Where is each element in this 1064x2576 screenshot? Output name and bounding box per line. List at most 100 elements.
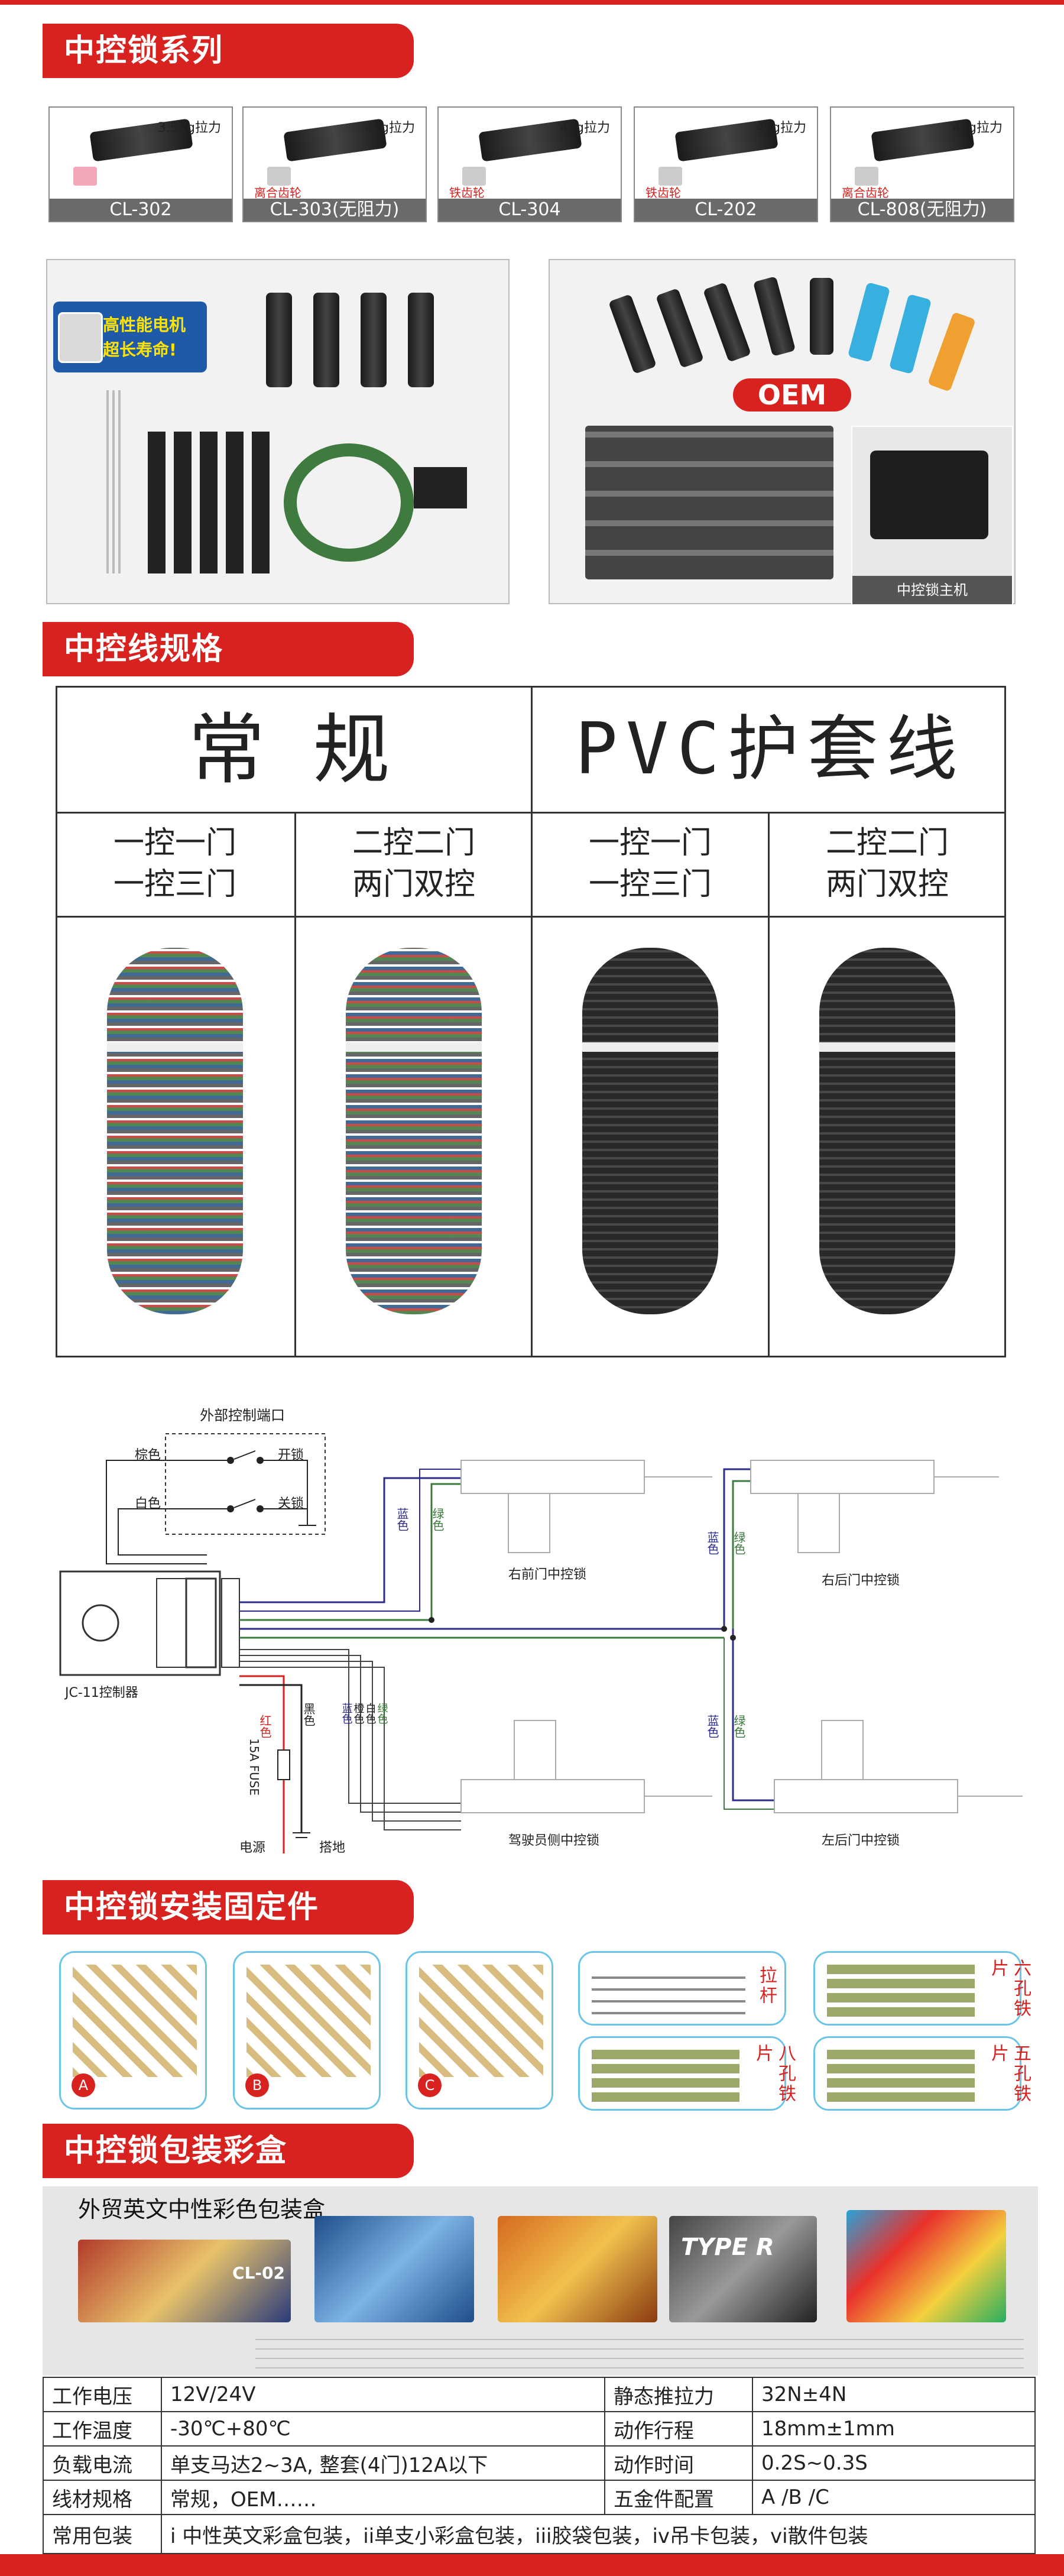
product-code: CL-202	[635, 199, 817, 221]
section-title-series: 中控锁系列	[43, 24, 414, 78]
spec-value: 0.2S~0.3S	[752, 2445, 1036, 2481]
box-blue	[314, 2216, 474, 2322]
product-force: 4kg拉力	[365, 121, 415, 135]
spec-key: 工作温度	[43, 2411, 162, 2447]
cable-tie	[346, 1042, 482, 1052]
spec-value: 32N±4N	[752, 2377, 1036, 2412]
actuator-driver	[460, 1720, 712, 1813]
spec-key: 动作行程	[604, 2411, 753, 2447]
fixing-kit-a: A	[59, 1951, 207, 2110]
connector-blocks	[585, 426, 833, 579]
lock-actuator	[313, 293, 339, 387]
lock-actuator	[608, 294, 657, 374]
product-code: CL-808(无阻力)	[831, 199, 1013, 221]
green-label-1: 绿色	[430, 1508, 445, 1531]
product-note: 铁齿轮	[645, 186, 681, 200]
wire-table: 常 规 PVC护套线 一控一门一控三门二控二门两门双控一控一门一控三门二控二门两…	[56, 686, 1006, 1357]
controller-box	[414, 467, 467, 508]
wire-coil-image	[346, 948, 482, 1314]
spec-key: 线材规格	[43, 2480, 162, 2515]
five-hole-label: 五孔铁片	[988, 2044, 1031, 2104]
badge-line-2: 超长寿命!	[103, 340, 177, 359]
box-orange	[498, 2216, 657, 2322]
controller-speaker	[82, 1604, 119, 1642]
wire-col-line-1: 一控一门	[113, 825, 236, 861]
spec-value: 12V/24V	[161, 2377, 605, 2412]
oem-banner: OEM	[733, 378, 851, 411]
gear-part	[267, 167, 291, 186]
wire-col-line-2: 两门双控	[352, 867, 475, 902]
eight-hole-label: 八孔铁片	[752, 2044, 796, 2104]
spec-key: 常用包装	[43, 2514, 162, 2554]
eight-hole-box: 八孔铁片	[578, 2036, 796, 2111]
badge-line-1: 高性能电机	[103, 315, 186, 335]
wire-col-header: 二控二门两门双控	[296, 814, 531, 915]
external-port-box	[165, 1433, 326, 1535]
packaging-subtitle: 外贸英文中性彩色包装盒	[78, 2196, 326, 2222]
wire-col-line-1: 二控二门	[352, 825, 475, 861]
spec-key: 工作电压	[43, 2377, 162, 2412]
box-type-r: TYPE R	[669, 2216, 817, 2322]
controller-connector	[185, 1577, 217, 1668]
product-force: 4kg拉力	[560, 121, 610, 135]
spec-key: 五金件配置	[604, 2480, 753, 2515]
controller-label: JC-11控制器	[64, 1686, 138, 1700]
fixing-parts	[246, 1965, 371, 2077]
fixing-parts	[73, 1965, 197, 2077]
five-hole-box: 五孔铁片	[813, 2036, 1031, 2111]
packaging-panel: 外贸英文中性彩色包装盒 CL-02 TYPE R	[43, 2186, 1038, 2376]
black-label: 黑色	[301, 1703, 316, 1726]
rear-right-label: 右后门中控锁	[822, 1573, 900, 1588]
eight-hole-plates	[592, 2049, 739, 2102]
power-label: 电源	[239, 1841, 265, 1855]
wire-col-header: 一控一门一控三门	[57, 814, 293, 915]
product-code: CL-303(无阻力)	[244, 199, 426, 221]
pull-rods	[106, 390, 124, 573]
top-red-bar	[0, 0, 1064, 5]
main-unit-label: 中控锁主机	[852, 576, 1012, 604]
pull-rods	[592, 1967, 745, 2014]
wire-col-header: 一控一门一控三门	[533, 814, 768, 915]
blue-actuator	[847, 282, 891, 362]
lock-actuator	[702, 282, 752, 362]
wire-col-line-1: 一控一门	[588, 825, 712, 861]
main-unit-box: 中控锁主机	[851, 426, 1013, 605]
fuse	[277, 1749, 290, 1780]
gear-part	[855, 167, 878, 186]
bottom-red-bar	[0, 2554, 1064, 2576]
product-note: 离合齿轮	[842, 186, 889, 200]
wire-col-header: 二控二门两门双控	[770, 814, 1005, 915]
gear-part	[73, 167, 97, 186]
oem-photo: OEM 中控锁主机	[549, 259, 1016, 605]
product-force: 4kg拉力	[756, 121, 806, 135]
spec-value: i 中性英文彩盒包装，ii单支小彩盒包装，iii胶袋包装，iv吊卡包装，vi散件…	[161, 2514, 1036, 2554]
actuator-rear-left	[774, 1720, 1023, 1813]
wire-coil-image	[819, 948, 955, 1314]
red-label: 红色	[258, 1715, 272, 1738]
fuse-label: 15A FUSE	[247, 1738, 261, 1796]
spec-value: 常规，OEM……	[161, 2480, 605, 2515]
six-hole-plates	[827, 1963, 975, 2017]
product-code: CL-304	[439, 199, 621, 221]
fixing-badge-c: C	[418, 2073, 442, 2097]
cable-tie	[107, 1042, 243, 1052]
blue-label-2: 蓝色	[705, 1531, 719, 1555]
divider	[294, 812, 296, 1356]
lock-actuator	[655, 288, 705, 368]
lock-actuator	[810, 278, 833, 355]
green-label-2: 绿色	[732, 1531, 746, 1555]
blue-label-4: 蓝色	[340, 1703, 353, 1724]
main-unit-shape	[870, 451, 988, 539]
orange-actuator	[927, 312, 977, 392]
wire-col-line-2: 一控三门	[113, 867, 236, 902]
driver-label: 驾驶员侧中控锁	[508, 1833, 599, 1848]
section-title-wire-spec: 中控线规格	[43, 622, 414, 676]
